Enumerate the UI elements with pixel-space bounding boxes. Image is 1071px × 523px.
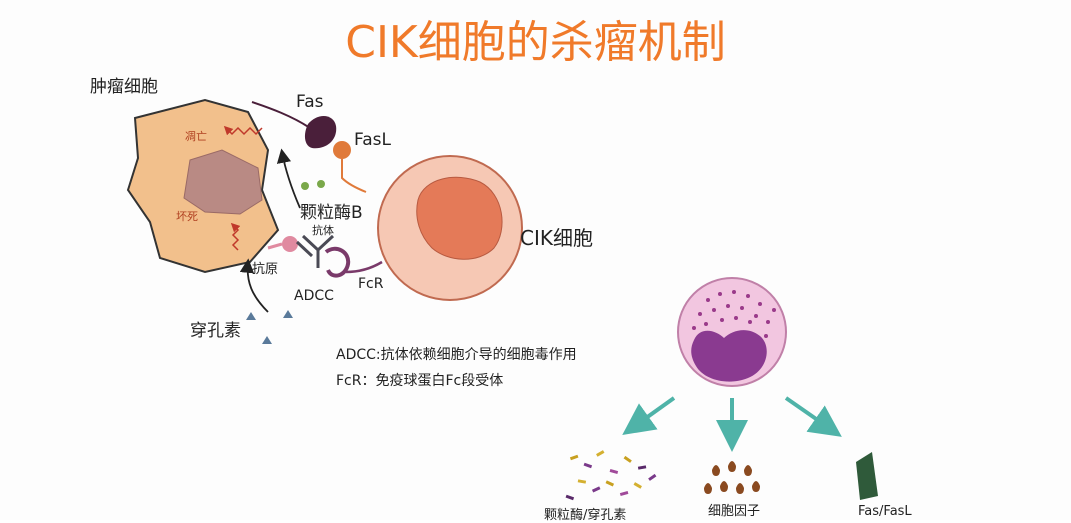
granzyme-dot xyxy=(317,180,325,188)
perforin-arrow xyxy=(239,258,269,313)
granzyme-arrow xyxy=(276,148,301,209)
fcr-receptor xyxy=(324,246,351,278)
antigen-label: 抗原 xyxy=(252,262,279,277)
arrow-left-branch xyxy=(622,396,676,435)
effector-nucleus xyxy=(691,330,767,382)
page-title: CIK细胞的杀瘤机制 xyxy=(345,17,726,68)
cytokine-drops xyxy=(704,461,760,494)
fasl-ligand xyxy=(333,141,351,159)
fas-fasl-shape xyxy=(856,452,878,500)
apoptosis-label: 凋亡 xyxy=(185,130,207,143)
effector-granules xyxy=(692,290,776,338)
fcr-definition: FcR：免疫球蛋白Fc段受体 xyxy=(336,373,504,389)
fcr-label: FcR xyxy=(358,276,384,292)
granzyme-dot xyxy=(301,182,309,190)
tumor-nucleus xyxy=(183,149,263,215)
perforin-label: 穿孔素 xyxy=(190,321,241,341)
cik-cell-label: CIK细胞 xyxy=(520,226,593,250)
fas-fasl-label: Fas/FasL xyxy=(858,504,912,519)
cytokines-label: 细胞因子 xyxy=(708,504,761,519)
fasl-stem xyxy=(341,159,367,193)
granzyme-b-label: 颗粒酶B xyxy=(300,203,363,223)
granzyme-perforin-particles xyxy=(565,450,657,501)
fasl-label: FasL xyxy=(354,130,391,150)
apoptosis-arrow xyxy=(223,125,263,136)
fas-tether xyxy=(251,101,311,129)
perforin-triangle xyxy=(246,312,256,320)
granzyme-perforin-label: 颗粒酶/穿孔素 xyxy=(544,508,627,523)
fas-receptor xyxy=(304,115,337,149)
necrosis-arrow xyxy=(230,222,241,251)
antibody xyxy=(301,234,335,268)
perforin-triangle xyxy=(283,310,293,318)
fas-label: Fas xyxy=(296,92,324,112)
antibody-label: 抗体 xyxy=(312,224,334,237)
arrow-right-branch xyxy=(784,396,842,437)
adcc-definition: ADCC:抗体依赖细胞介导的细胞毒作用 xyxy=(336,347,577,363)
antigen-stalk xyxy=(267,242,283,250)
adcc-label: ADCC xyxy=(294,288,334,304)
antigen-ball xyxy=(282,236,298,252)
cik-nucleus xyxy=(416,176,503,260)
necrosis-label: 坏死 xyxy=(176,210,198,223)
perforin-triangle xyxy=(262,336,272,344)
tumor-cell-label: 肿瘤细胞 xyxy=(90,77,158,97)
